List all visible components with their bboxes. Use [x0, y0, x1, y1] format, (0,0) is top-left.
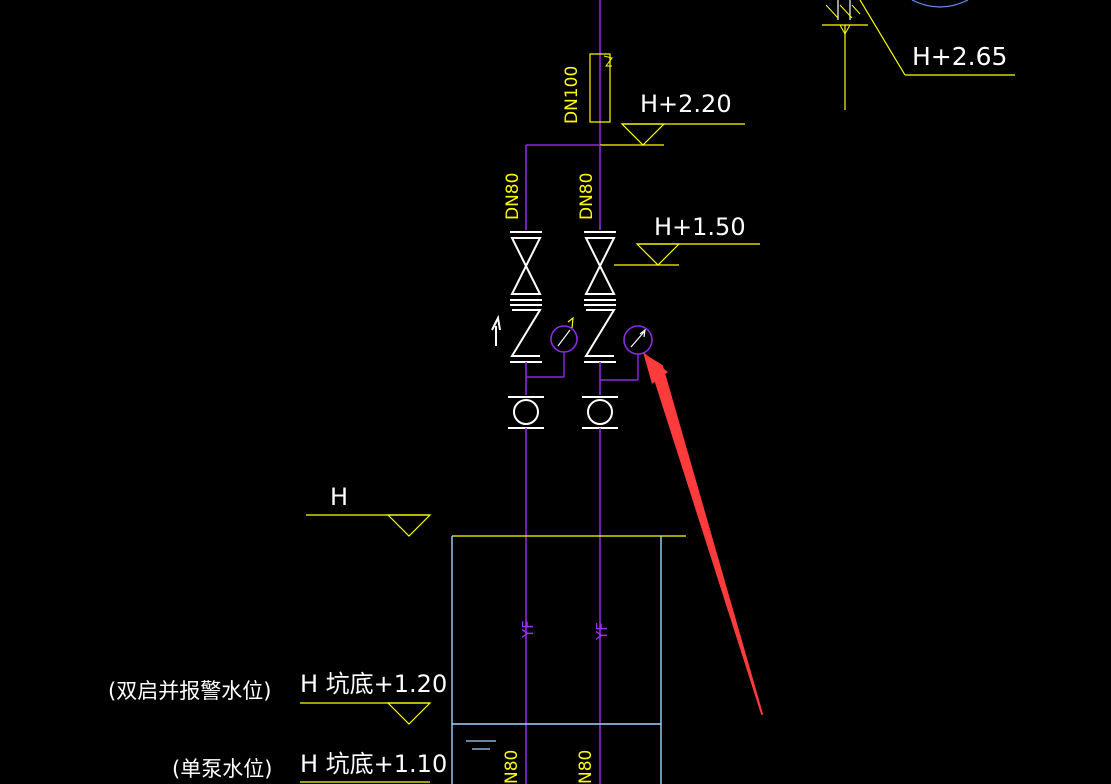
circle-pump-icon[interactable] — [508, 396, 544, 429]
main-riser: DN100 — [562, 0, 613, 145]
gauge-icon[interactable] — [623, 325, 653, 355]
break-mark-icon — [603, 55, 613, 67]
elevation-triangle-icon — [386, 514, 432, 537]
pipe-code-left: YF — [519, 620, 537, 639]
elevation-marker-water: H — [306, 483, 432, 537]
elevation-label-water: H — [330, 483, 348, 511]
note-dual-alarm: (双启并报警水位) — [108, 679, 271, 703]
z-check-valve-icon[interactable] — [510, 304, 542, 363]
elevation-marker-middle: H+1.50 — [614, 213, 760, 266]
elevation-marker-single-pump: H 坑底+1.10 (单泵水位) — [172, 750, 447, 783]
elevation-label-dual-alarm: H 坑底+1.20 — [300, 670, 447, 698]
pipe-code-right: YF — [593, 622, 611, 641]
gauge-icon[interactable] — [550, 316, 578, 353]
elevation-label-single-pump: H 坑底+1.10 — [300, 750, 447, 778]
z-check-valve-icon[interactable] — [584, 304, 616, 363]
elevation-marker-dual-alarm: H 坑底+1.20 (双启并报警水位) — [108, 670, 447, 725]
red-arrow-icon — [643, 352, 763, 715]
pump-pit — [451, 535, 686, 784]
right-branch: DN80 — [577, 145, 653, 784]
pipe-sleeve — [589, 53, 611, 123]
elevation-triangle-icon — [635, 243, 681, 266]
pipe-label-left-bottom: N80 — [502, 750, 522, 784]
circle-pump-icon[interactable] — [582, 396, 618, 429]
flow-arrow-icon — [491, 314, 501, 346]
left-branch: DN80 — [491, 145, 578, 784]
note-single-pump: (单泵水位) — [172, 757, 272, 781]
pipe-label-main: DN100 — [562, 66, 582, 124]
elevation-marker-upper: H+2.20 — [600, 90, 745, 146]
pipe-label-right-bottom: N80 — [576, 750, 596, 784]
bowtie-valve-icon[interactable] — [510, 231, 542, 301]
elevation-label-upper: H+2.20 — [640, 90, 732, 118]
bowtie-valve-icon[interactable] — [584, 231, 616, 301]
elevation-label-top-right: H+2.65 — [912, 42, 1007, 71]
elevation-label-middle: H+1.50 — [654, 213, 746, 241]
pipe-label-right-branch: DN80 — [577, 173, 597, 220]
elevation-triangle-icon — [620, 123, 666, 146]
pipe-label-left-branch: DN80 — [503, 173, 523, 220]
top-right-detail: H+2.65 — [822, 0, 1015, 110]
elevation-triangle-icon — [386, 702, 432, 725]
